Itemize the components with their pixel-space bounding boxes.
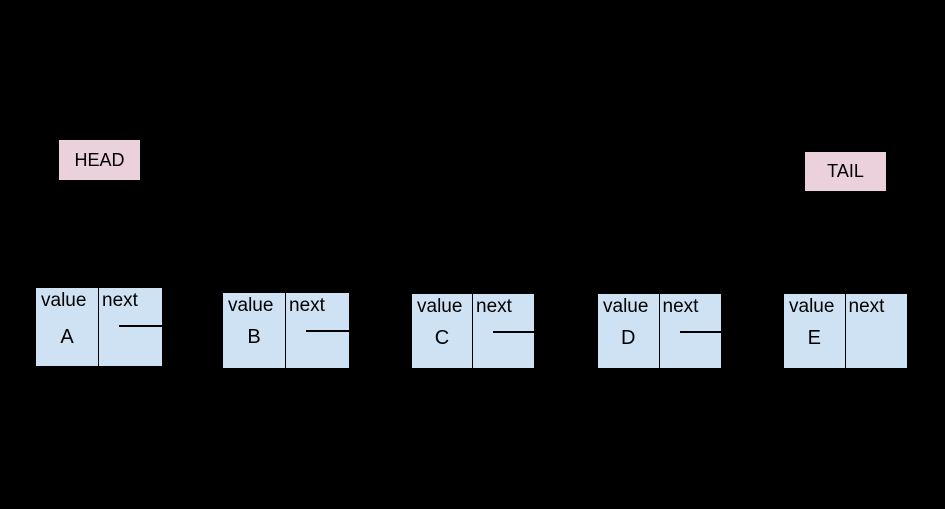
tail-pointer-box: TAIL [804, 151, 887, 192]
next-pointer-line [306, 330, 351, 332]
value-cell: value E [784, 294, 846, 368]
list-node-d: value D next [597, 293, 723, 369]
next-pointer-line [493, 331, 536, 333]
next-cell: next [846, 294, 908, 368]
next-pointer-line [679, 331, 723, 333]
next-cell: next [99, 288, 164, 366]
value-cell: value B [223, 293, 286, 368]
node-value: E [807, 327, 821, 349]
node-value: A [60, 326, 74, 348]
value-cell: value A [36, 288, 99, 366]
next-cell: next [473, 294, 536, 368]
tail-label: TAIL [827, 161, 864, 181]
node-value: C [434, 327, 450, 349]
next-field-label: next [289, 295, 325, 316]
value-cell: value C [412, 294, 473, 368]
next-pointer-line [119, 325, 164, 327]
head-pointer-box: HEAD [58, 139, 141, 181]
node-value: B [247, 326, 261, 348]
next-field-label: next [102, 290, 138, 311]
next-field-label: next [476, 296, 512, 317]
next-cell: next [286, 293, 351, 368]
value-field-label: value [789, 296, 835, 317]
next-field-label: next [662, 296, 699, 317]
value-cell: value D [598, 294, 660, 368]
head-label: HEAD [74, 149, 125, 170]
list-node-a: value A next [35, 287, 164, 367]
next-field-label: next [848, 296, 885, 317]
value-field-label: value [41, 290, 87, 311]
list-node-e: value E next [783, 293, 908, 369]
next-cell: next [660, 294, 723, 368]
value-field-label: value [417, 296, 463, 317]
list-node-c: value C next [411, 293, 536, 369]
value-field-label: value [603, 296, 649, 317]
node-value: D [621, 327, 636, 349]
list-node-b: value B next [222, 292, 351, 369]
value-field-label: value [228, 295, 274, 316]
